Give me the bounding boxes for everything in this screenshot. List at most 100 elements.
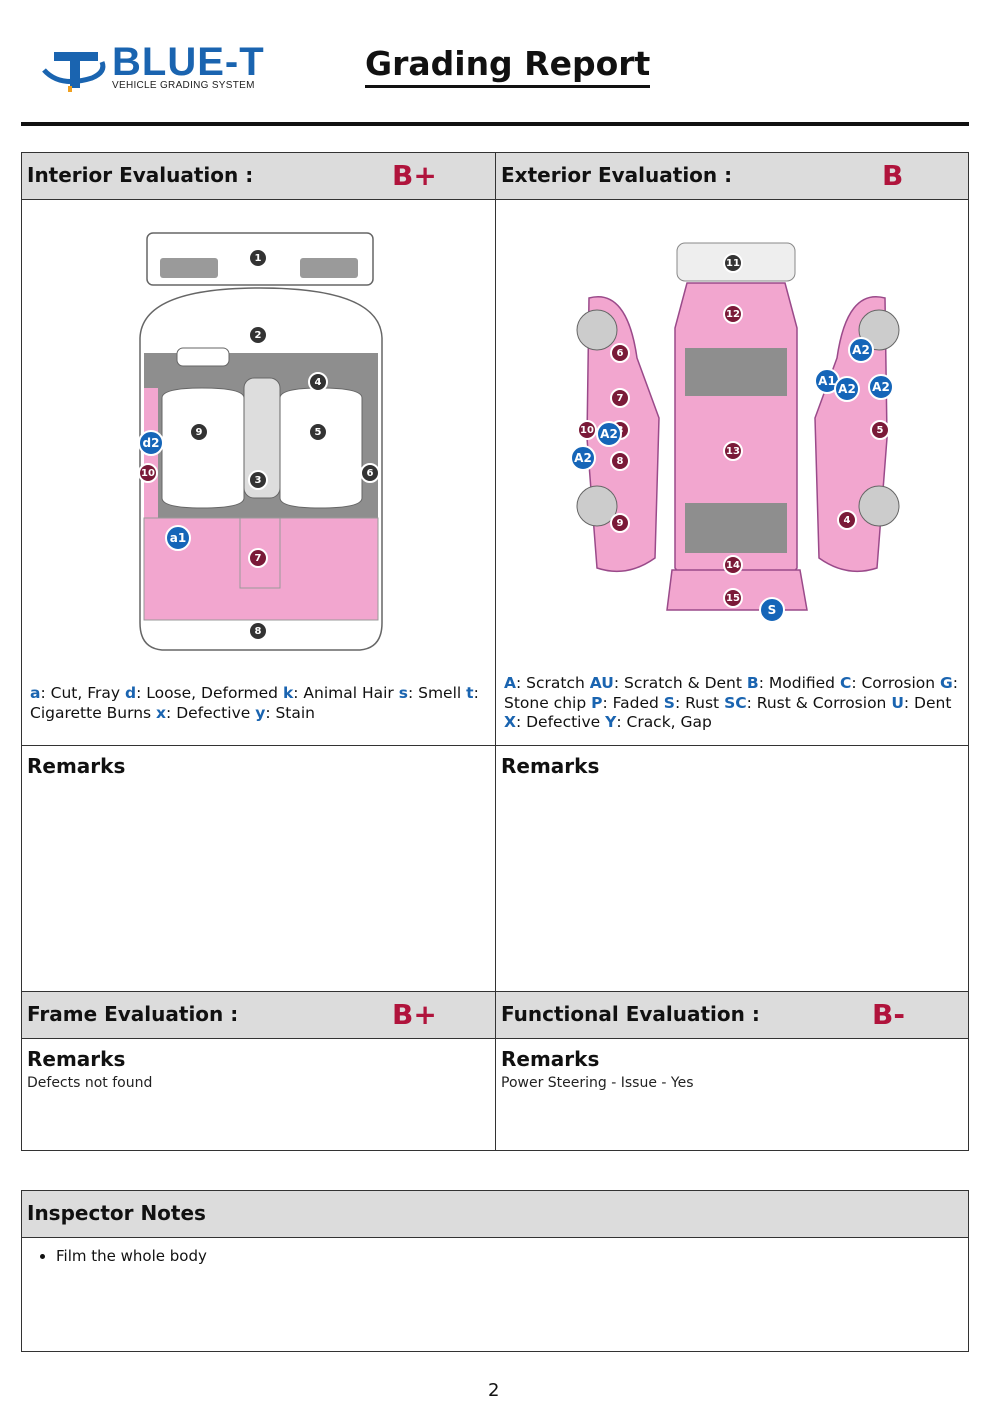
legend-code: Y (605, 713, 617, 731)
logo-name: BLUE-T (112, 40, 265, 84)
interior-legend: a: Cut, Fray d: Loose, Deformed k: Anima… (30, 684, 485, 723)
interior-marker-a1: a1 (165, 525, 191, 551)
legend-code: G (940, 674, 953, 692)
inspector-notes: Inspector Notes Film the whole body (21, 1190, 969, 1352)
row-divider (22, 991, 968, 992)
logo: BLUE-T VEHICLE GRADING SYSTEM (40, 40, 300, 100)
legend-text: : Faded (602, 693, 664, 712)
legend-text: : Defective (515, 713, 606, 731)
frame-header: Frame Evaluation : B+ (22, 992, 495, 1039)
legend-text: : Crack, Gap (616, 713, 712, 731)
frame-grade: B+ (392, 998, 437, 1031)
functional-remarks-text: Power Steering - Issue - Yes (501, 1075, 694, 1091)
inspector-notes-header: Inspector Notes (22, 1191, 968, 1238)
legend-code: x (156, 703, 167, 722)
interior-marker-1: 1 (248, 248, 268, 268)
interior-marker-8: 8 (248, 621, 268, 641)
blue-t-logo-icon (42, 52, 106, 92)
row-divider (22, 745, 968, 746)
legend-code: y (255, 703, 266, 722)
legend-text: : Cut, Fray (40, 684, 125, 702)
legend-code: C (839, 674, 852, 692)
inspector-notes-label: Inspector Notes (27, 1201, 206, 1225)
exterior-marker-11: 11 (723, 253, 743, 273)
interior-marker-d2: d2 (138, 430, 164, 456)
functional-header: Functional Evaluation : B- (496, 992, 968, 1039)
interior-label: Interior Evaluation : (27, 163, 254, 187)
interior-grade: B+ (392, 159, 437, 192)
exterior-marker-13: 13 (723, 441, 743, 461)
legend-code: t (466, 684, 474, 702)
exterior-label: Exterior Evaluation : (501, 163, 733, 187)
interior-marker-9: 9 (189, 422, 209, 442)
inspector-note-item: Film the whole body (56, 1247, 207, 1265)
legend-code: A (504, 674, 516, 692)
legend-text: : Stone chip (504, 674, 958, 712)
legend-text: : Dent (903, 693, 952, 712)
legend-text: : Smell (407, 684, 467, 702)
exterior-marker-a2: A2 (570, 445, 596, 471)
interior-marker-2: 2 (248, 325, 268, 345)
exterior-marker-9: 9 (610, 513, 630, 533)
exterior-marker-4: 4 (837, 510, 857, 530)
legend-code: S (663, 693, 675, 712)
legend-text: : Loose, Deformed (136, 684, 283, 702)
header-rule (21, 122, 969, 126)
legend-code: a (30, 684, 41, 702)
exterior-header: Exterior Evaluation : B (496, 153, 968, 200)
legend-code: X (504, 713, 516, 731)
exterior-marker-7: 7 (610, 388, 630, 408)
interior-remarks-title: Remarks (27, 754, 126, 778)
exterior-marker-6: 6 (610, 343, 630, 363)
frame-remarks-title: Remarks (27, 1047, 126, 1071)
logo-tagline: VEHICLE GRADING SYSTEM (112, 80, 255, 91)
exterior-grade: B (882, 159, 904, 192)
exterior-marker-15: 15 (723, 588, 743, 608)
legend-text: : Modified (758, 674, 840, 692)
functional-remarks-title: Remarks (501, 1047, 600, 1071)
exterior-marker-14: 14 (723, 555, 743, 575)
legend-text: : Scratch (516, 674, 590, 692)
legend-code: AU (589, 674, 614, 692)
legend-code: B (746, 674, 759, 692)
interior-header: Interior Evaluation : B+ (22, 153, 495, 200)
legend-text: : Cigarette Burns (30, 684, 479, 722)
interior-marker-5: 5 (308, 422, 328, 442)
exterior-marker-a2: A2 (848, 337, 874, 363)
legend-code: U (891, 693, 904, 712)
exterior-legend: A: Scratch AU: Scratch & Dent B: Modifie… (504, 674, 964, 733)
legend-code: P (591, 693, 603, 712)
exterior-marker-12: 12 (723, 304, 743, 324)
legend-text: : Rust (674, 693, 725, 712)
exterior-marker-a2: A2 (834, 376, 860, 402)
exterior-marker-a2: A2 (596, 421, 622, 447)
exterior-remarks-title: Remarks (501, 754, 600, 778)
legend-code: s (398, 684, 408, 702)
legend-text: : Corrosion (851, 674, 941, 692)
exterior-marker-a2: A2 (868, 374, 894, 400)
exterior-marker-8: 8 (610, 451, 630, 471)
exterior-marker-s: S (759, 597, 785, 623)
evaluation-grid: Interior Evaluation : B+ Exterior Evalua… (21, 152, 969, 1151)
legend-text: : Stain (265, 703, 316, 722)
legend-text: : Defective (166, 703, 256, 722)
interior-marker-7: 7 (248, 548, 268, 568)
legend-code: d (124, 684, 137, 702)
exterior-marker-10: 10 (577, 420, 597, 440)
frame-label: Frame Evaluation : (27, 1002, 239, 1026)
legend-code: SC (724, 693, 747, 712)
column-divider (495, 153, 496, 1150)
frame-remarks-text: Defects not found (27, 1075, 153, 1091)
legend-code: k (282, 684, 294, 702)
interior-marker-4: 4 (308, 372, 328, 392)
functional-label: Functional Evaluation : (501, 1002, 760, 1026)
legend-text: : Animal Hair (293, 684, 399, 702)
page-number: 2 (488, 1380, 500, 1401)
page-title: Grading Report (365, 44, 651, 88)
inspector-notes-list: Film the whole body (34, 1247, 207, 1265)
interior-marker-3: 3 (248, 470, 268, 490)
interior-marker-6: 6 (360, 463, 380, 483)
functional-grade: B- (872, 998, 905, 1031)
interior-diagram (139, 232, 383, 651)
legend-text: : Rust & Corrosion (746, 693, 892, 712)
